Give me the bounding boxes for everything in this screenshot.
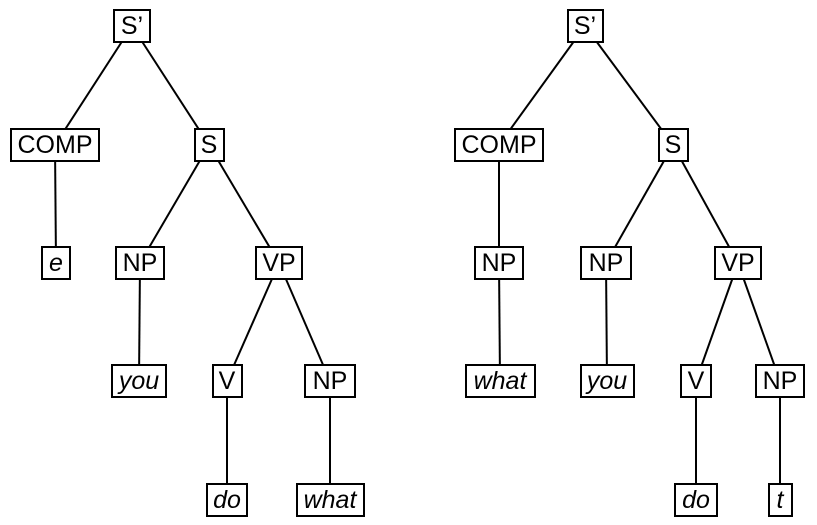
tree-node-left-comp: COMP <box>10 128 100 162</box>
tree-edge-left-vp-np2 <box>278 262 331 382</box>
tree-edge-left-sbar-s <box>131 25 210 146</box>
tree-node-right-s: S <box>657 128 689 162</box>
tree-edge-right-vp-v <box>695 262 739 382</box>
tree-edge-right-npb-you <box>605 262 608 382</box>
tree-edge-left-s-vp <box>208 144 280 264</box>
tree-node-left-you: you <box>111 364 167 398</box>
tree-node-left-sbar: S’ <box>113 9 151 43</box>
tree-node-right-npb: NP <box>580 246 632 280</box>
tree-edge-right-s-npb <box>605 144 674 264</box>
tree-node-left-v: V <box>211 364 243 398</box>
tree-node-right-do: do <box>674 483 718 517</box>
tree-node-right-what: what <box>464 364 536 398</box>
tree-edge-right-vp-npc <box>737 262 781 382</box>
tree-edge-left-sbar-comp <box>54 25 133 146</box>
tree-node-right-vp: VP <box>714 246 762 280</box>
tree-edge-left-vp-v <box>226 262 280 382</box>
tree-edge-right-sbar-s <box>584 25 674 146</box>
tree-node-left-what: what <box>295 483 365 517</box>
tree-node-right-you: you <box>579 364 635 398</box>
tree-edge-right-npa-what <box>498 262 501 382</box>
tree-node-left-vp: VP <box>255 246 303 280</box>
tree-node-left-s: S <box>193 128 225 162</box>
tree-edge-right-s-vp <box>672 144 739 264</box>
tree-node-left-do: do <box>206 483 248 517</box>
tree-node-right-sbar: S’ <box>566 9 604 43</box>
tree-node-right-npa: NP <box>474 246 524 280</box>
tree-edge-left-s-np1 <box>139 144 210 264</box>
tree-edge-right-sbar-comp <box>498 25 586 146</box>
tree-node-right-t: t <box>767 483 793 517</box>
tree-edge-left-comp-e <box>54 144 57 264</box>
tree-node-left-np2: NP <box>304 364 356 398</box>
tree-node-right-npc: NP <box>755 364 805 398</box>
tree-node-right-comp: COMP <box>454 128 544 162</box>
tree-edge-left-np1-you <box>138 262 141 382</box>
tree-node-left-e: e <box>41 246 71 280</box>
tree-node-left-np1: NP <box>115 246 165 280</box>
tree-node-right-v: V <box>680 364 712 398</box>
